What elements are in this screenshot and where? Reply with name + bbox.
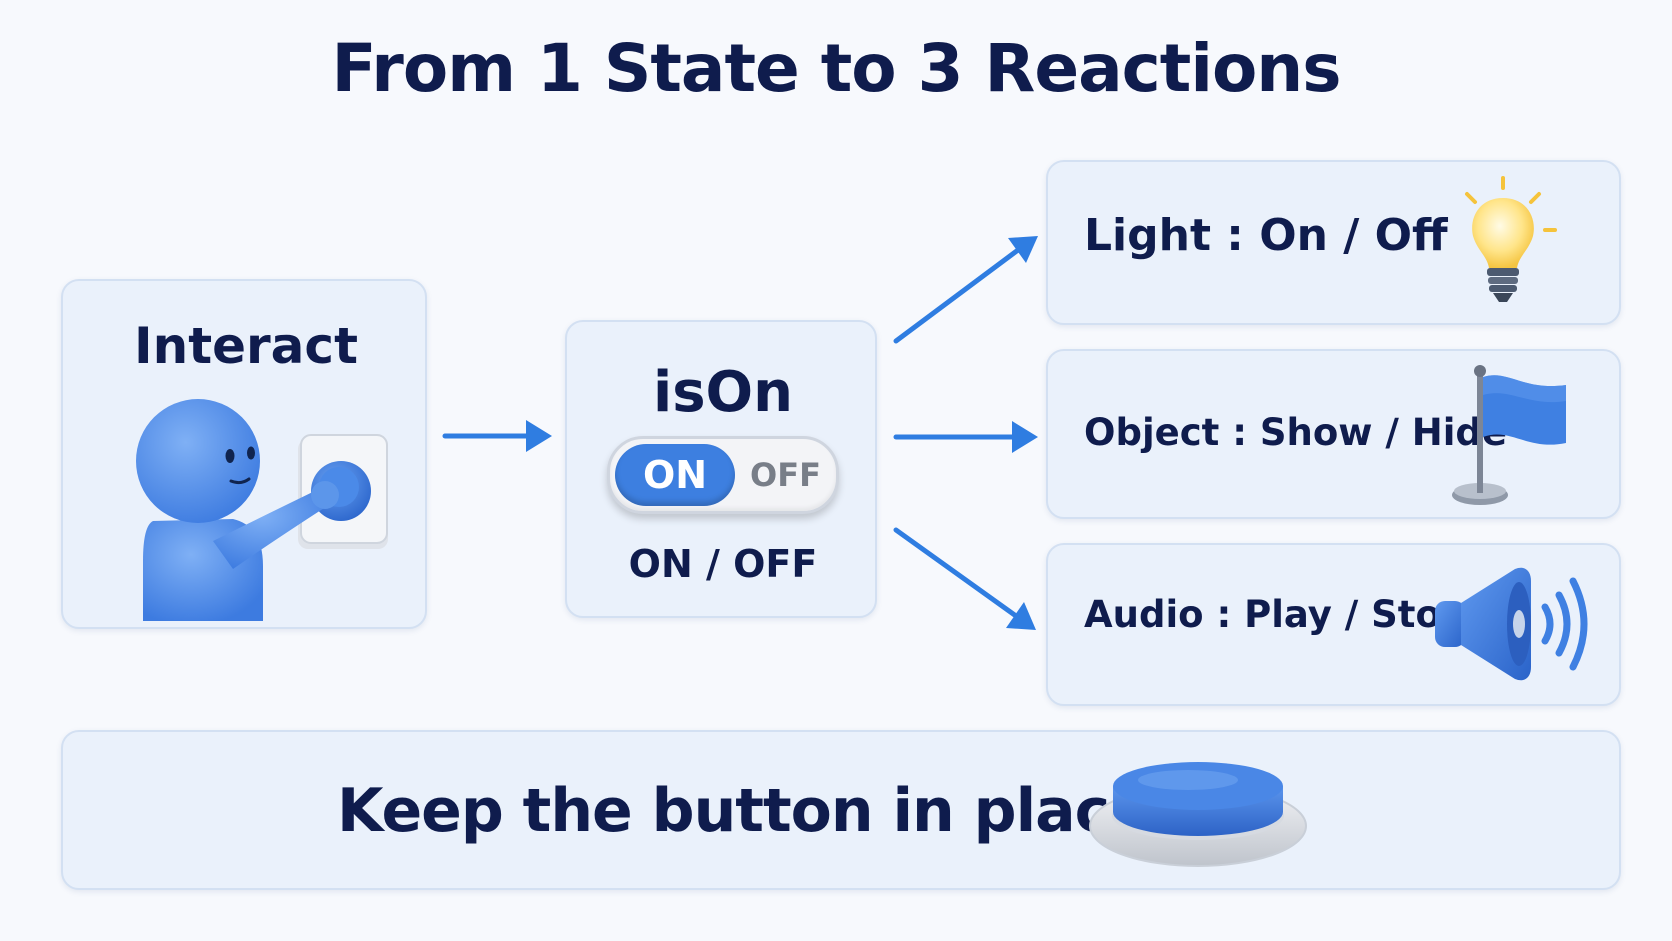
arrow-state-to-audio <box>893 527 1019 619</box>
page-title: From 1 State to 3 Reactions <box>331 30 1341 107</box>
reaction-label-audio: Audio : Play / Stop <box>1084 593 1468 636</box>
bottom-label: Keep the button in place <box>337 776 1150 846</box>
reaction-card-object: Object : Show / Hide <box>1046 349 1621 519</box>
person-pressing-button-icon <box>136 399 388 621</box>
bottom-card: Keep the button in place <box>61 730 1621 890</box>
state-card: isOn ON OFF ON / OFF <box>565 320 877 618</box>
push-button-icon[interactable] <box>1083 746 1313 876</box>
arrow-head-audio <box>1006 602 1036 630</box>
arrow-head-light <box>1008 236 1038 263</box>
state-value-text: ON / OFF <box>628 542 818 586</box>
interact-card: Interact <box>61 279 427 629</box>
lightbulb-icon <box>1465 176 1557 302</box>
reaction-label-object: Object : Show / Hide <box>1084 411 1507 454</box>
arrow-head-object <box>1012 421 1038 453</box>
reaction-card-light: Light : On / Off <box>1046 160 1621 325</box>
reaction-card-audio: Audio : Play / Stop <box>1046 543 1621 706</box>
state-name: isOn <box>653 360 793 425</box>
toggle-on-label: ON <box>615 444 735 506</box>
speaker-icon <box>1435 567 1588 681</box>
reaction-label-light: Light : On / Off <box>1084 210 1448 261</box>
flag-icon <box>1452 365 1566 505</box>
interact-label: Interact <box>134 317 358 375</box>
on-off-toggle[interactable]: ON OFF <box>607 436 839 514</box>
arrow-state-to-light <box>893 247 1021 344</box>
toggle-off-label: OFF <box>750 456 821 494</box>
arrow-head-interact <box>526 420 552 452</box>
